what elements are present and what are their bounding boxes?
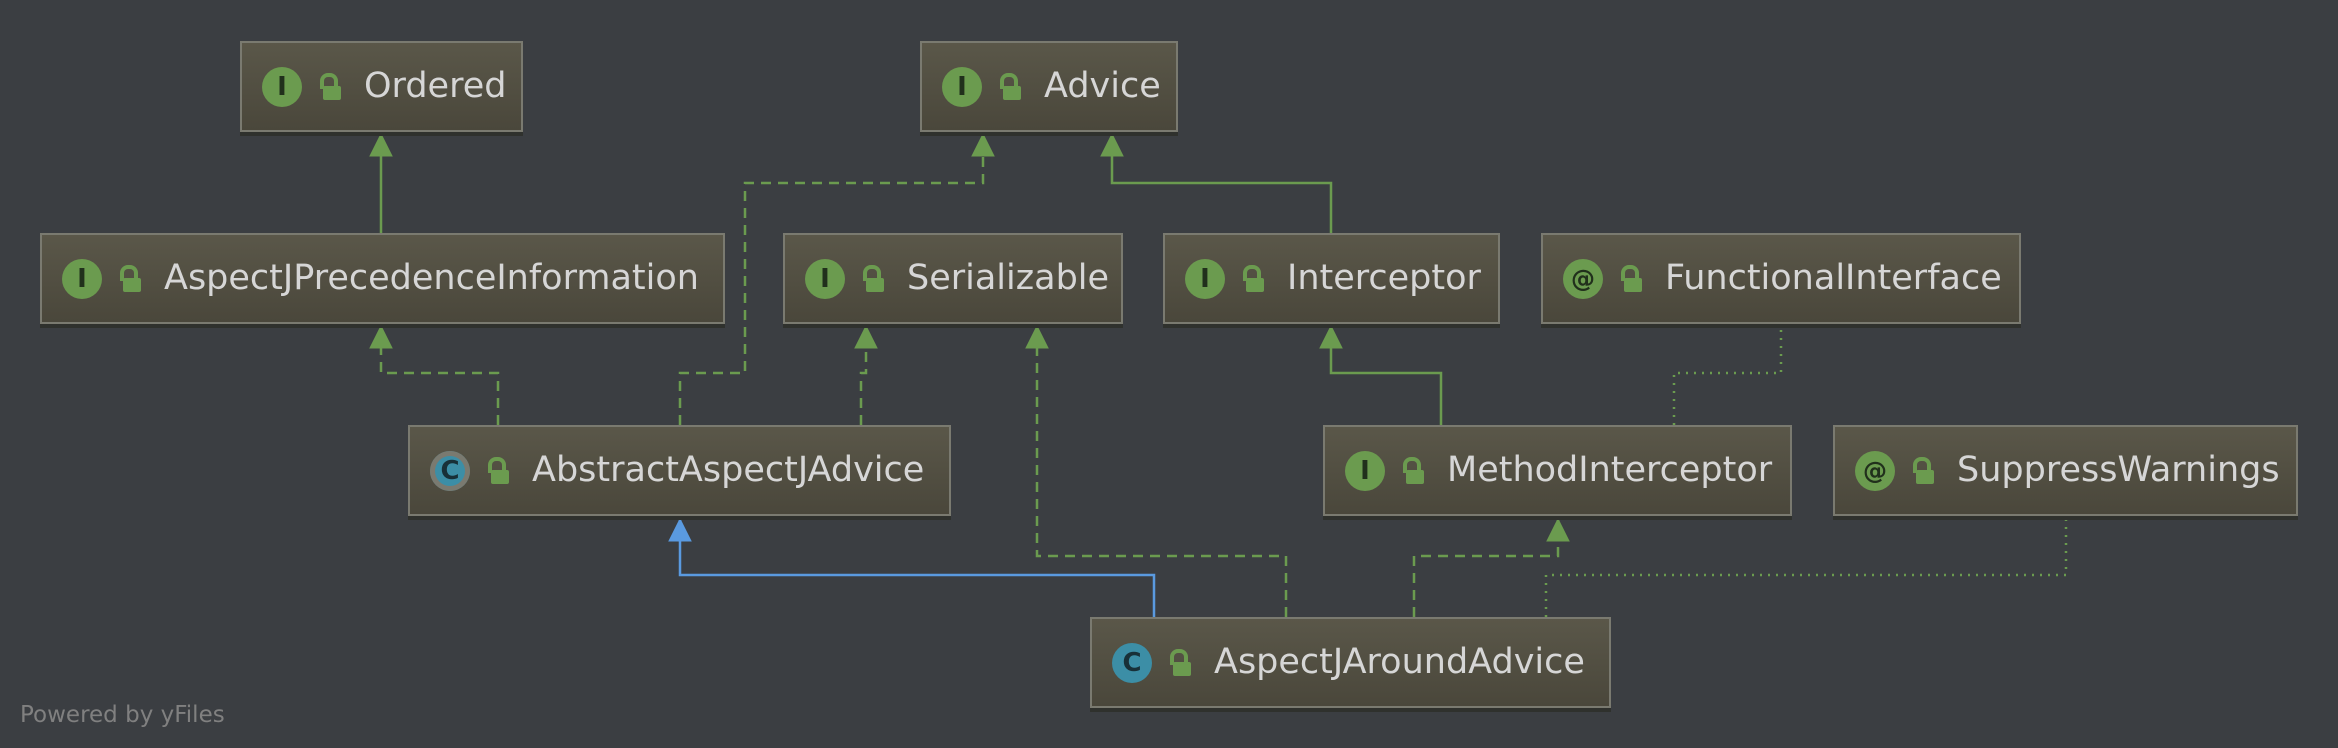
public-lock-icon xyxy=(998,72,1022,101)
annotation-icon: @ xyxy=(1855,450,1895,491)
edge-interceptor-to-advice xyxy=(1110,134,1333,233)
class-icon: C xyxy=(1112,642,1152,683)
node-label-aspectj-precedence-information: AspectJPrecedenceInformation xyxy=(164,258,699,298)
node-label-ordered: Ordered xyxy=(364,66,507,106)
node-aspectj-around-advice[interactable]: C AspectJAroundAdvice xyxy=(1090,617,1611,708)
edge-arrowhead-method-interceptor-to-interceptor xyxy=(1319,324,1343,349)
node-label-serializable: Serializable xyxy=(907,258,1110,298)
public-lock-icon xyxy=(1619,264,1643,293)
node-serializable[interactable]: I Serializable xyxy=(783,233,1123,324)
public-lock-icon xyxy=(1241,264,1265,293)
node-functional-interface[interactable]: @ FunctionalInterface xyxy=(1541,233,2021,324)
node-suppress-warnings[interactable]: @ SuppressWarnings xyxy=(1833,425,2298,516)
edge-arrowhead-aspectj-around-advice-to-method-interceptor xyxy=(1546,517,1570,542)
annotation-icon: @ xyxy=(1563,258,1603,299)
edge-arrowhead-aspectj-around-advice-to-abstract-aspectj-advice xyxy=(668,517,692,542)
interface-icon: I xyxy=(1185,258,1225,299)
edge-aspectj-around-advice-to-method-interceptor xyxy=(1412,519,1560,617)
edge-aspectj-around-advice-to-suppress-warnings xyxy=(1544,519,2068,617)
edge-arrowhead-abstract-aspectj-advice-to-serializable xyxy=(854,324,878,349)
node-label-suppress-warnings: SuppressWarnings xyxy=(1957,450,2280,490)
node-interceptor[interactable]: I Interceptor xyxy=(1163,233,1500,324)
node-abstract-aspectj-advice[interactable]: C AbstractAspectJAdvice xyxy=(408,425,951,516)
node-label-functional-interface: FunctionalInterface xyxy=(1665,258,2002,298)
node-advice[interactable]: I Advice xyxy=(920,41,1178,132)
public-lock-icon xyxy=(486,456,510,485)
edge-arrowhead-aspectj-precedence-information-to-ordered xyxy=(369,132,393,157)
edge-abstract-aspectj-advice-to-serializable xyxy=(859,326,868,425)
public-lock-icon xyxy=(118,264,142,293)
public-lock-icon xyxy=(861,264,885,293)
edge-aspectj-around-advice-to-serializable xyxy=(1035,326,1288,617)
edge-aspectj-around-advice-to-abstract-aspectj-advice xyxy=(678,519,1156,617)
node-label-interceptor: Interceptor xyxy=(1287,258,1481,298)
node-label-advice: Advice xyxy=(1044,66,1161,106)
public-lock-icon xyxy=(1911,456,1935,485)
public-lock-icon xyxy=(318,72,342,101)
edge-arrowhead-aspectj-around-advice-to-serializable xyxy=(1025,324,1049,349)
edge-method-interceptor-to-functional-interface xyxy=(1672,326,1783,425)
powered-by-footer: Powered by yFiles xyxy=(20,702,225,728)
node-label-method-interceptor: MethodInterceptor xyxy=(1447,450,1773,490)
interface-icon: I xyxy=(1345,450,1385,491)
edge-abstract-aspectj-advice-to-aspectj-precedence-information xyxy=(379,326,500,425)
edge-method-interceptor-to-interceptor xyxy=(1329,326,1443,425)
public-lock-icon xyxy=(1401,456,1425,485)
node-label-aspectj-around-advice: AspectJAroundAdvice xyxy=(1214,642,1585,682)
node-method-interceptor[interactable]: I MethodInterceptor xyxy=(1323,425,1792,516)
edge-abstract-aspectj-advice-to-advice xyxy=(678,134,985,425)
abstract-class-icon: C xyxy=(430,450,470,491)
edge-arrowhead-abstract-aspectj-advice-to-advice xyxy=(971,132,995,157)
interface-icon: I xyxy=(62,258,102,299)
edge-arrowhead-interceptor-to-advice xyxy=(1100,132,1124,157)
node-label-abstract-aspectj-advice: AbstractAspectJAdvice xyxy=(532,450,925,490)
interface-icon: I xyxy=(942,66,982,107)
node-ordered[interactable]: I Ordered xyxy=(240,41,523,132)
public-lock-icon xyxy=(1168,648,1192,677)
node-aspectj-precedence-information[interactable]: I AspectJPrecedenceInformation xyxy=(40,233,725,324)
interface-icon: I xyxy=(805,258,845,299)
interface-icon: I xyxy=(262,66,302,107)
edge-arrowhead-abstract-aspectj-advice-to-aspectj-precedence-information xyxy=(369,324,393,349)
